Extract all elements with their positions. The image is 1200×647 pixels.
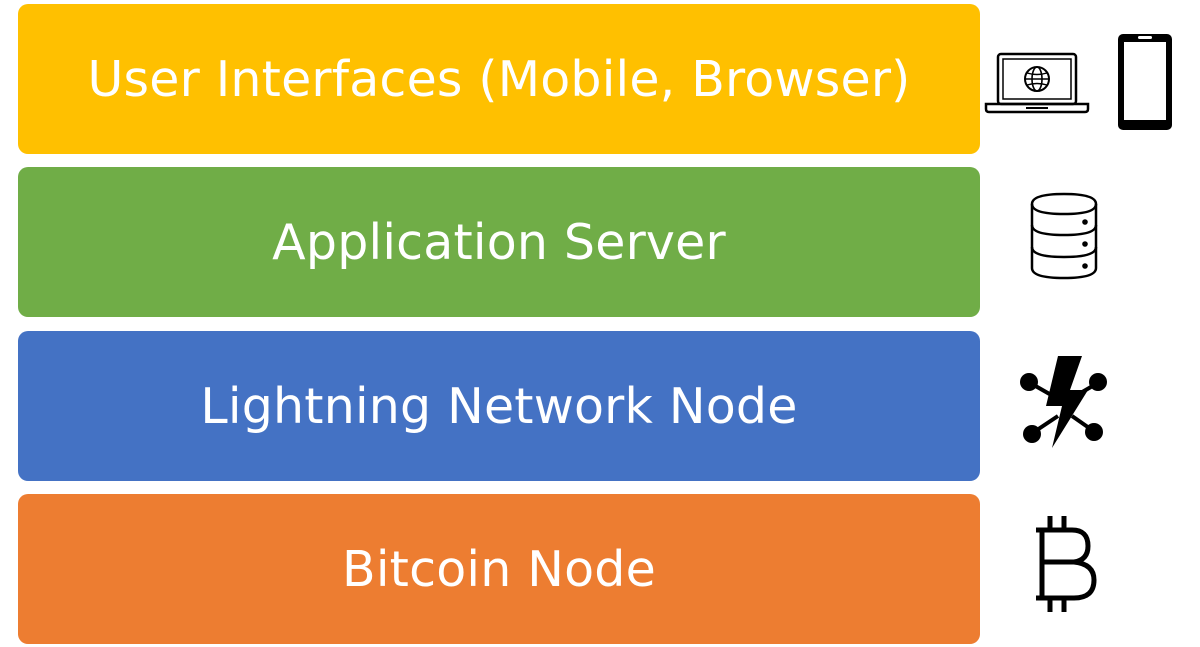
database-server-icon [1028, 190, 1100, 282]
layer-bitcoin-node: Bitcoin Node [18, 494, 980, 644]
lightning-network-icon [1018, 354, 1110, 450]
layer-label: User Interfaces (Mobile, Browser) [87, 50, 911, 108]
layer-user-interfaces: User Interfaces (Mobile, Browser) [18, 4, 980, 154]
bitcoin-icon [1030, 514, 1100, 614]
smartphone-icon [1116, 32, 1174, 132]
layer-label: Lightning Network Node [200, 377, 798, 435]
layer-lightning-network-node: Lightning Network Node [18, 331, 980, 481]
layer-label: Application Server [272, 213, 726, 271]
layer-application-server: Application Server [18, 167, 980, 317]
laptop-browser-icon [984, 52, 1090, 114]
layer-label: Bitcoin Node [342, 540, 656, 598]
